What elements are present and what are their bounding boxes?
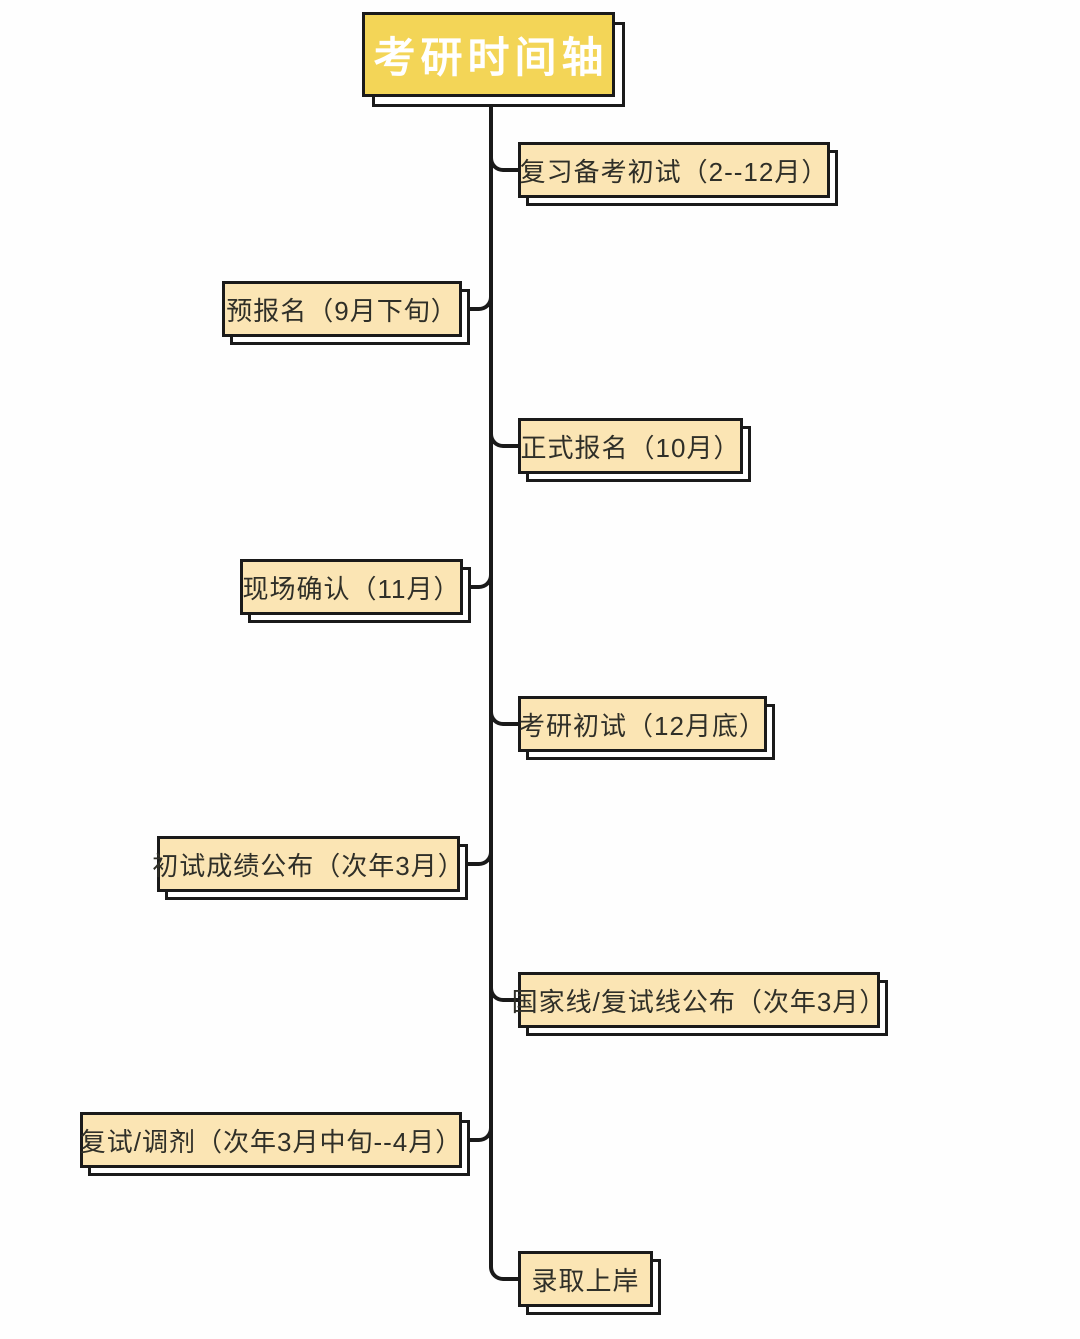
- timeline-node-initial-exam: 考研初试（12月底）: [518, 696, 775, 760]
- timeline-node-onsite-confirmation: 现场确认（11月）: [240, 559, 471, 623]
- timeline-node-official-registration: 正式报名（10月）: [518, 418, 751, 482]
- node-face: 复试/调剂（次年3月中旬--4月）: [80, 1112, 462, 1168]
- timeline-node-review: 复习备考初试（2--12月）: [518, 142, 838, 206]
- node-face: 录取上岸: [518, 1251, 653, 1307]
- timeline-node-label: 录取上岸: [531, 1265, 640, 1296]
- connector-item-3: [461, 565, 493, 589]
- timeline-node-label: 考研初试（12月底）: [519, 710, 766, 741]
- connector-item-8: [489, 1249, 518, 1281]
- timeline-node-preregistration: 预报名（9月下旬）: [222, 281, 470, 345]
- node-face: 初试成绩公布（次年3月）: [152, 836, 464, 892]
- timeline-node-label: 国家线/复试线公布（次年3月）: [511, 986, 887, 1017]
- timeline-node-label: 正式报名（10月）: [520, 432, 741, 463]
- node-face: 现场确认（11月）: [240, 559, 463, 615]
- connector-item-7: [460, 1118, 493, 1142]
- timeline-node-label: 预报名（9月下旬）: [226, 295, 458, 326]
- connector-item-1: [460, 287, 493, 311]
- connector-item-5: [458, 842, 493, 866]
- connector-item-4: [489, 702, 518, 726]
- timeline-node-label: 现场确认（11月）: [242, 573, 461, 604]
- node-face: 复习备考初试（2--12月）: [518, 142, 830, 198]
- node-face: 正式报名（10月）: [518, 418, 743, 474]
- timeline-node-label: 初试成绩公布（次年3月）: [152, 850, 465, 881]
- timeline-trunk-line: [489, 97, 493, 1262]
- connector-item-6: [489, 978, 518, 1002]
- connector-item-2: [489, 424, 518, 448]
- node-face: 预报名（9月下旬）: [222, 281, 462, 337]
- timeline-node-score-release: 初试成绩公布（次年3月）: [152, 836, 468, 900]
- timeline-node-cutoff-lines: 国家线/复试线公布（次年3月）: [512, 972, 888, 1036]
- node-face: 考研初试（12月底）: [518, 696, 767, 752]
- title-box-face: 考研时间轴: [362, 12, 615, 97]
- timeline-node-admission: 录取上岸: [518, 1251, 661, 1315]
- timeline-node-retest-adjustment: 复试/调剂（次年3月中旬--4月）: [80, 1112, 470, 1176]
- node-face: 国家线/复试线公布（次年3月）: [512, 972, 885, 1028]
- timeline-title-box: 考研时间轴: [362, 12, 625, 107]
- connector-item-0: [489, 148, 518, 172]
- timeline-node-label: 复试/调剂（次年3月中旬--4月）: [79, 1126, 463, 1157]
- timeline-node-label: 复习备考初试（2--12月）: [519, 156, 829, 187]
- timeline-title: 考研时间轴: [373, 34, 609, 81]
